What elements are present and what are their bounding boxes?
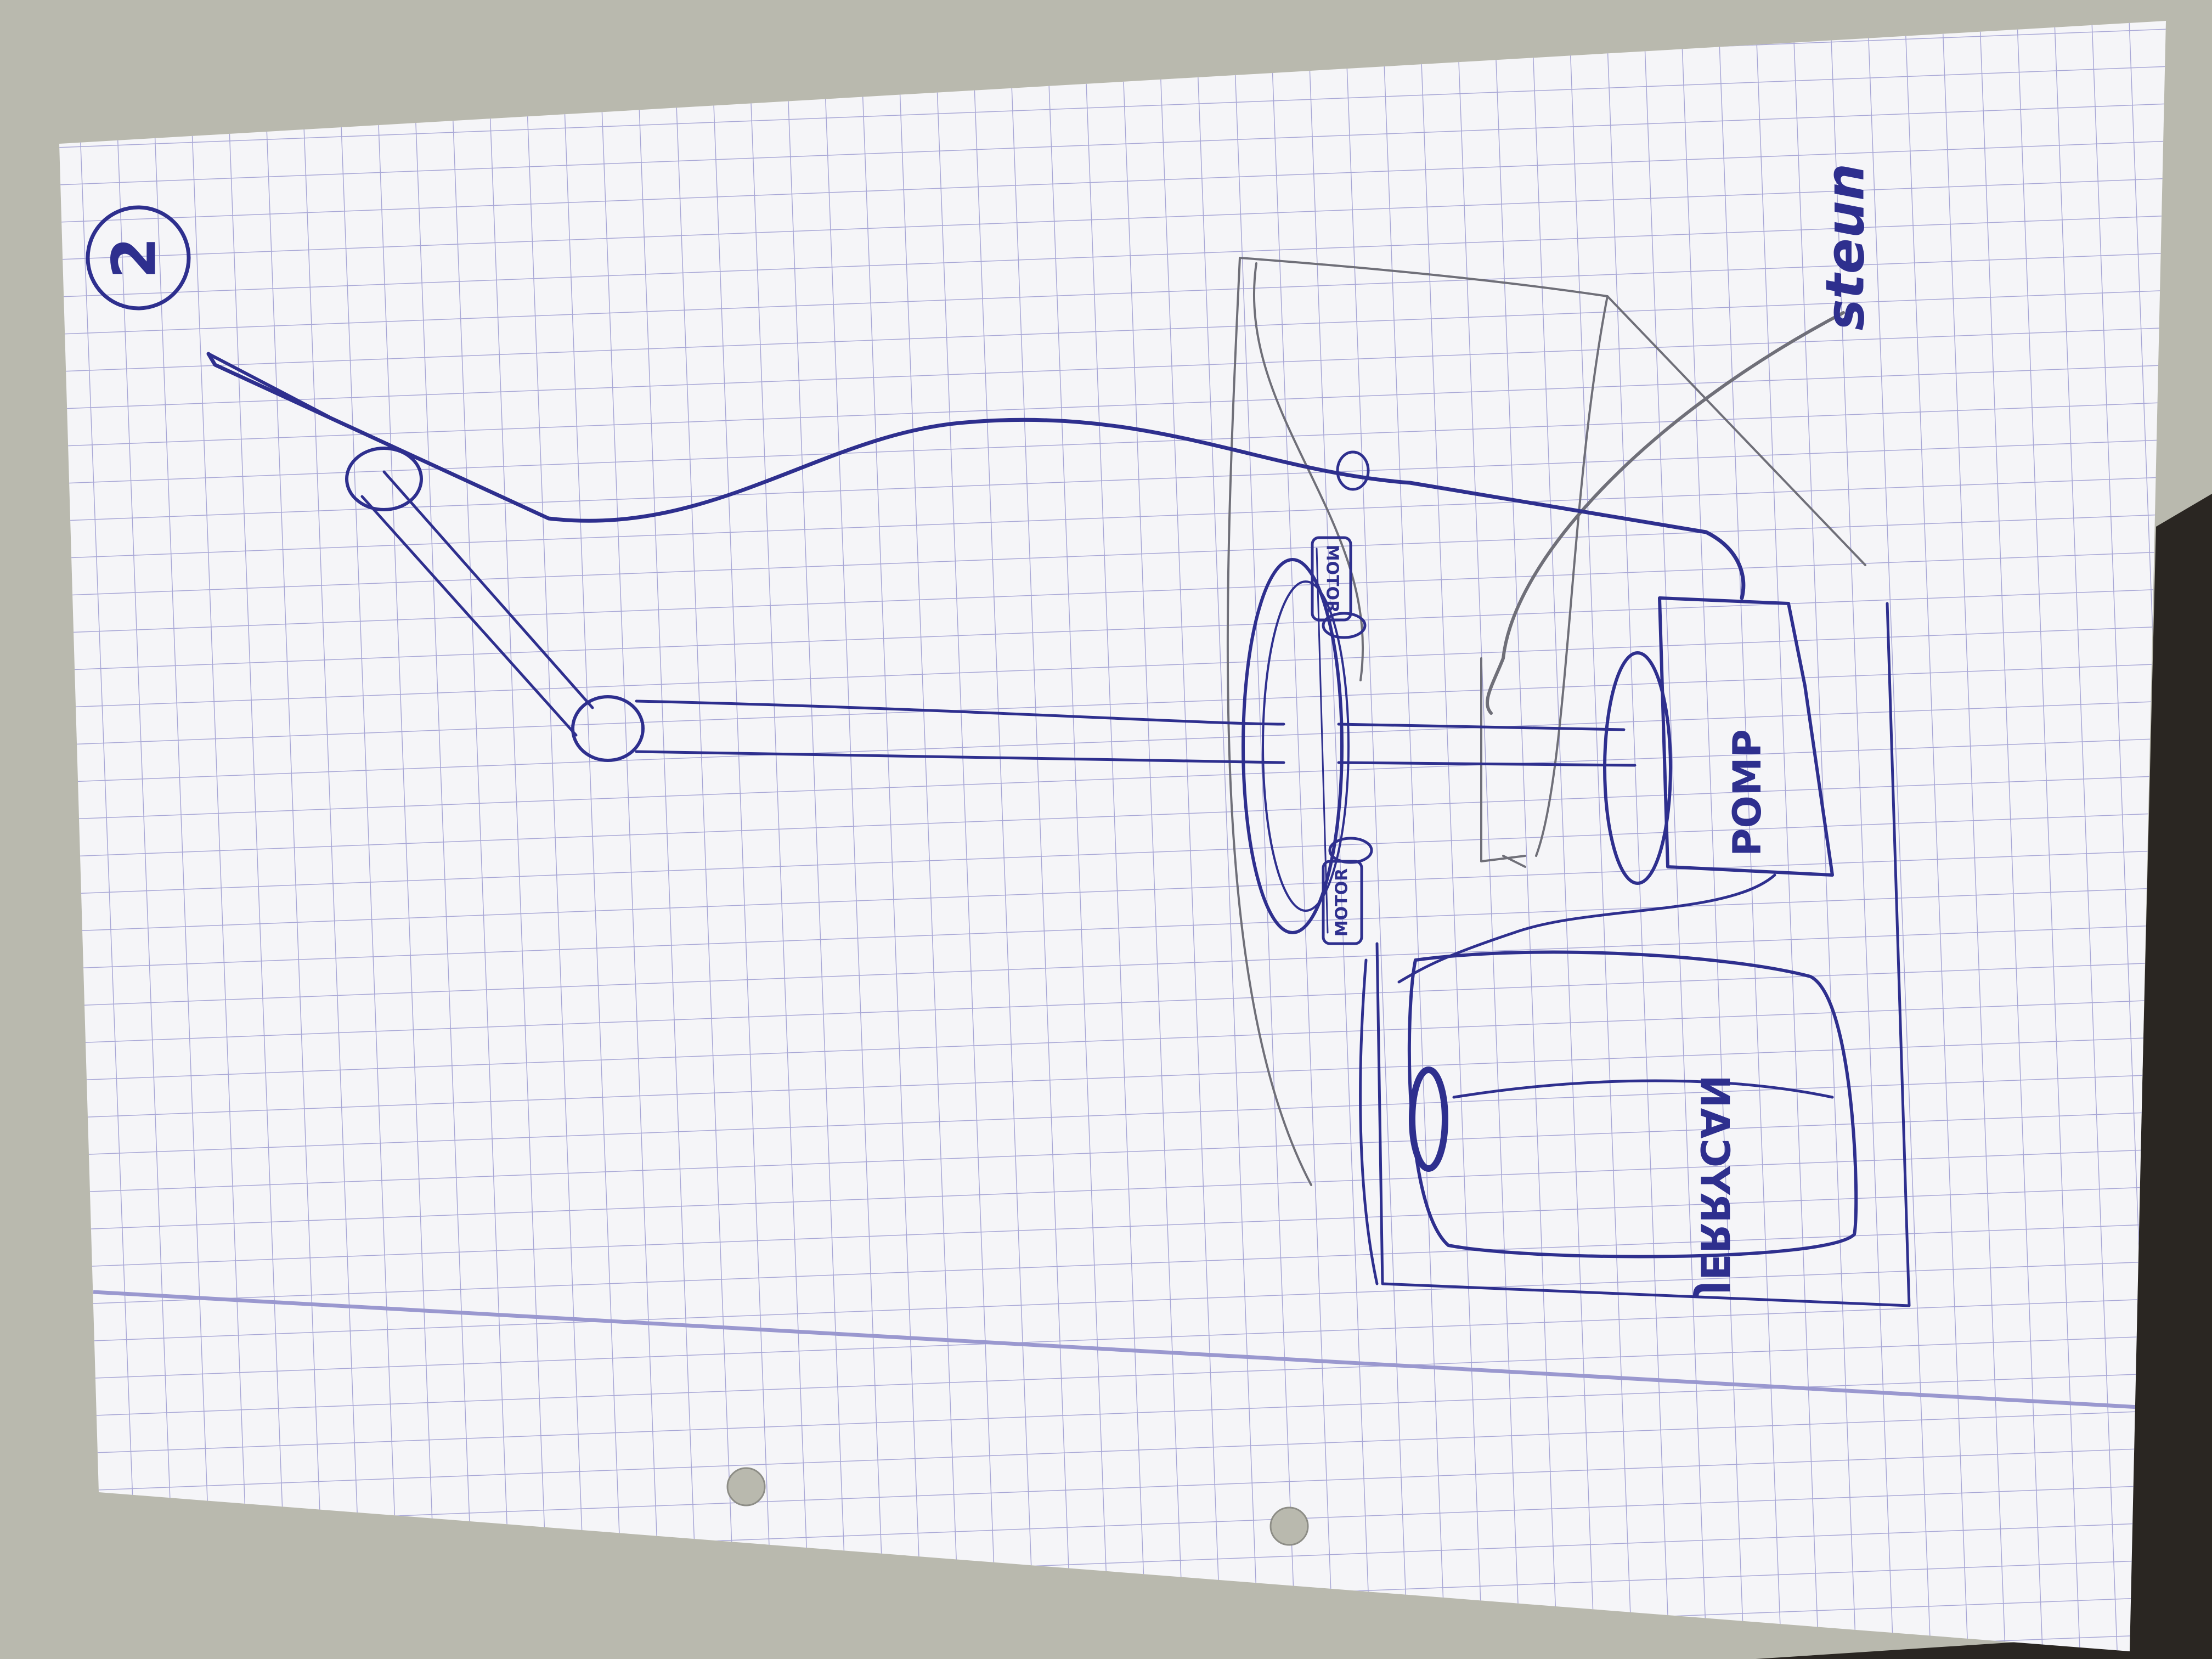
pump: POMP xyxy=(1397,596,1834,984)
motor-bottom: MOTOR xyxy=(1322,837,1373,945)
motor-bottom-label: MOTOR xyxy=(1333,868,1352,936)
arm-joint-upper xyxy=(345,447,423,511)
jerrycan-cap xyxy=(1409,1066,1448,1172)
arm-structure xyxy=(206,352,1746,764)
base-box xyxy=(1359,602,1911,1307)
motor-top: MOTOR xyxy=(1311,536,1367,639)
arm-joint-lower xyxy=(571,695,645,762)
page-number-text: 2 xyxy=(99,237,169,279)
pencil-guides xyxy=(1226,257,1866,1186)
stem-label: steun xyxy=(1814,163,1876,331)
jerrycan: JERRYCAN xyxy=(1407,950,1858,1298)
paper-margin-line xyxy=(93,1290,2140,1409)
page-number-circle: 2 xyxy=(86,205,191,311)
punch-hole xyxy=(1269,1506,1309,1546)
motor-top-label: MOTOR xyxy=(1323,545,1342,613)
stem-support: steun xyxy=(1485,163,1876,715)
arm-pivot xyxy=(1336,450,1370,491)
punch-hole xyxy=(726,1467,766,1506)
pump-label: POMP xyxy=(1725,729,1770,856)
jerrycan-label: JERRYCAN xyxy=(1691,1075,1737,1297)
desk-dark-edge xyxy=(1756,494,2212,1659)
wheel-drum xyxy=(1242,548,1637,934)
